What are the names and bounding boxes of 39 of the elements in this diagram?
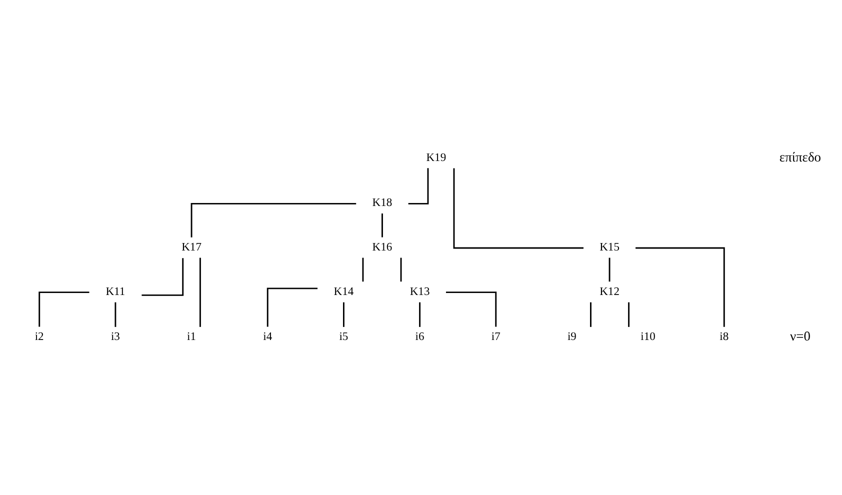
connector	[400, 258, 402, 282]
node-text: i2	[34, 331, 44, 344]
node-text: i1	[187, 331, 196, 344]
node-text: i9	[567, 331, 576, 344]
node-text: K18	[372, 197, 392, 210]
node-text: K19	[426, 152, 446, 164]
node-text: i6	[415, 331, 424, 344]
node-text: K11	[106, 286, 126, 298]
node-text: K14	[334, 286, 354, 298]
node-text: i4	[263, 331, 272, 344]
node-text: K16	[372, 241, 392, 254]
node-text: K12	[600, 286, 620, 298]
node-text: K17	[182, 241, 202, 254]
connector	[419, 302, 421, 327]
label: επίπεδο	[779, 149, 822, 164]
connector	[608, 258, 610, 282]
node-text: i3	[110, 331, 120, 344]
connector	[636, 247, 725, 327]
connector	[408, 168, 429, 204]
connector	[38, 292, 90, 327]
connector	[199, 258, 201, 327]
connector	[342, 302, 344, 327]
connector	[114, 302, 116, 327]
node-text: i10	[640, 331, 656, 344]
connector	[142, 258, 184, 296]
connector	[382, 213, 383, 238]
node-text: i7	[491, 331, 500, 344]
connector	[190, 202, 356, 238]
connector	[453, 168, 584, 249]
connector	[266, 288, 318, 327]
node-text: K13	[410, 286, 430, 298]
node-text: K15	[600, 241, 620, 254]
node-text: i5	[339, 331, 348, 344]
connector	[362, 258, 364, 282]
connector	[628, 302, 630, 327]
connector	[590, 302, 592, 327]
node-text: i8	[720, 331, 729, 344]
label: ν=0	[790, 328, 810, 344]
connector	[446, 292, 497, 327]
